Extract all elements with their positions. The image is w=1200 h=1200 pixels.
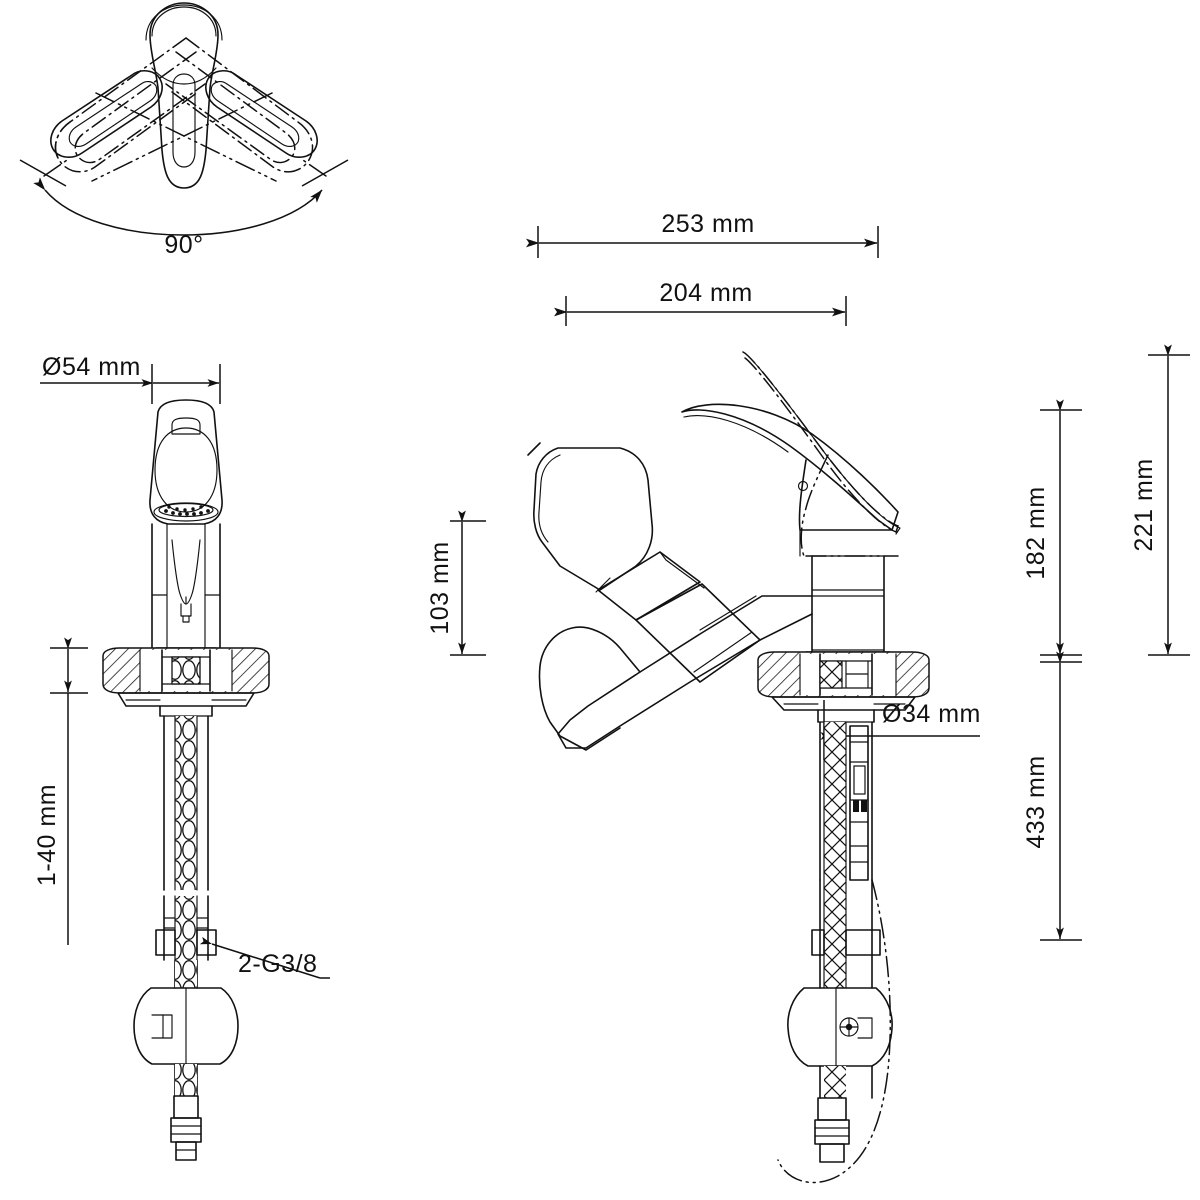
faucet-body-top [145, 2, 223, 189]
dim-253-label: 253 mm [661, 210, 754, 238]
shank-detail-side [787, 721, 893, 1163]
dim-433 [1040, 651, 1082, 941]
dim-182-label: 182 mm [1022, 486, 1050, 579]
lever-oval-right [205, 70, 318, 158]
dim-204 [554, 296, 847, 326]
deck-thickness-dimension [50, 637, 88, 945]
spray-head-front [149, 399, 223, 525]
top-view-group: 90° [19, 2, 349, 259]
angle-90-label: 90° [164, 231, 203, 259]
side-elevation-group: 253 mm 204 mm 103 mm [426, 210, 1190, 1184]
deck-mount-front [102, 647, 270, 717]
dim-253 [526, 226, 879, 258]
hose-swing-phantom [777, 879, 892, 1184]
dia54-dimension [40, 364, 221, 404]
lever-oval-left [50, 70, 163, 158]
lever-handle-solid [681, 403, 899, 557]
angle-dimension-90 [19, 159, 349, 236]
dim-204-label: 204 mm [659, 279, 752, 307]
spray-head-side [527, 442, 761, 751]
dim-221 [1148, 344, 1190, 656]
thread-callout-leader [199, 936, 330, 979]
lever-raised-phantom [742, 351, 901, 557]
dia54-label: Ø54 mm [42, 353, 141, 381]
dia34-label: Ø34 mm [882, 700, 981, 728]
dim-103 [450, 510, 486, 656]
swivel-centerlines [91, 92, 277, 182]
aerator-holes [164, 505, 210, 516]
spout-column-front [151, 523, 221, 649]
deck-mount-side [757, 651, 930, 723]
valve-body-side [811, 555, 885, 653]
dim-103-label: 103 mm [426, 541, 454, 634]
spout-phantom-right [165, 37, 327, 177]
dim-221-label: 221 mm [1130, 458, 1158, 551]
dim-433-label: 433 mm [1022, 755, 1050, 848]
thread-callout-label: 2-G3/8 [238, 950, 317, 978]
front-elevation-group: Ø54 mm [33, 353, 330, 1161]
hose-front [133, 715, 239, 1161]
deck-range-label: 1-40 mm [33, 784, 61, 886]
